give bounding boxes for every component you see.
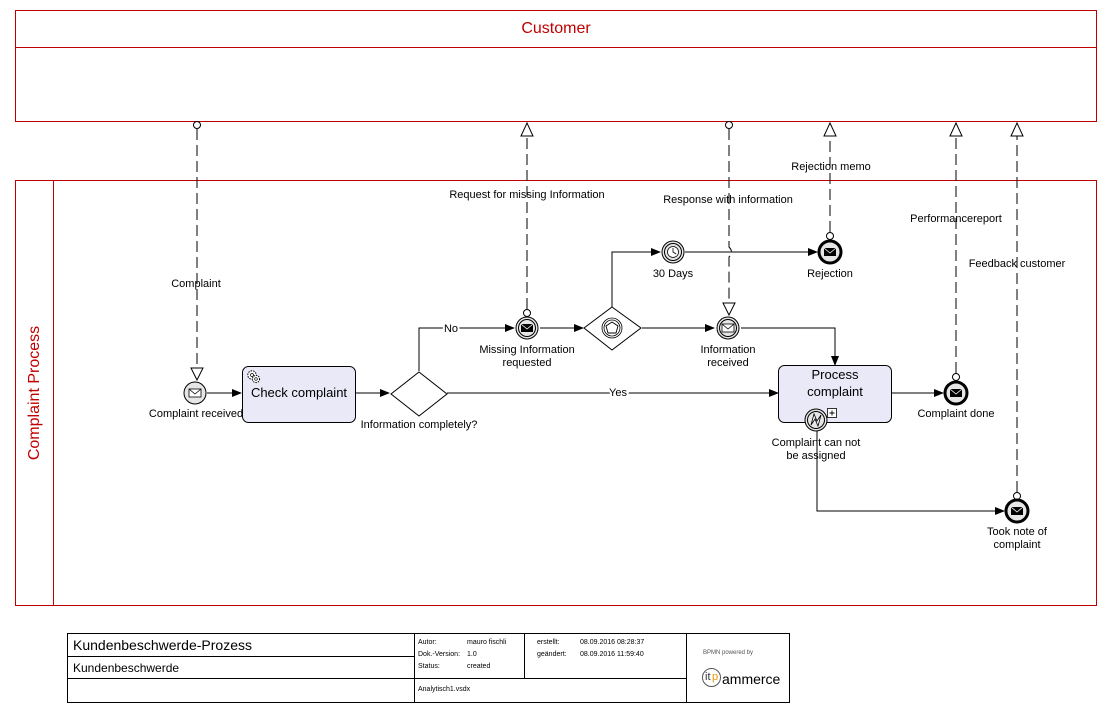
- end-event-rejection[interactable]: Rejection: [807, 239, 853, 280]
- label-process-line2: complaint: [807, 384, 863, 399]
- lightning-icon: [810, 412, 822, 428]
- version-value: 1.0: [467, 651, 477, 658]
- version-label: Dok.-Version:: [418, 651, 461, 658]
- document-subtitle: Kundenbeschwerde: [73, 661, 180, 675]
- message-label-response-info: Response with information: [663, 194, 793, 206]
- label-process-line1: Process: [812, 367, 859, 382]
- message-label-performance-report: Performancereport: [910, 213, 1002, 225]
- empty-cell: [68, 679, 415, 702]
- logo-text: ammerce: [722, 671, 781, 687]
- document-title: Kundenbeschwerde-Prozess: [73, 637, 252, 653]
- start-event-complaint-received[interactable]: Complaint received: [149, 381, 243, 420]
- message-flow-performance-report[interactable]: Performancereport: [910, 121, 1002, 381]
- catch-event-information-received[interactable]: Information received: [700, 316, 756, 369]
- envelope-icon: [188, 388, 202, 398]
- label-took-note-line1: Took note of: [987, 526, 1048, 538]
- envelope-icon: [721, 323, 735, 333]
- status-label: Status:: [418, 663, 440, 670]
- changed-label: geändert:: [537, 651, 567, 658]
- itp-logo: it p: [702, 668, 721, 687]
- logo-caption: BPMN powered by: [703, 650, 754, 656]
- title-block: Kundenbeschwerde-Prozess Kundenbeschwerd…: [67, 633, 790, 703]
- message-flow-response-info[interactable]: Response with information: [663, 121, 793, 317]
- changed-value: 08.09.2016 11:59:40: [580, 651, 644, 658]
- label-info-received-line2: received: [707, 357, 749, 369]
- label-rejection: Rejection: [807, 268, 853, 280]
- message-label-feedback-customer: Feedback customer: [969, 258, 1066, 270]
- flow-gateway-no[interactable]: [418, 324, 515, 371]
- label-complaint-done: Complaint done: [917, 408, 994, 420]
- flow-boundary-to-tooknote[interactable]: [816, 431, 1005, 515]
- customer-pool[interactable]: Customer: [15, 10, 1097, 122]
- message-flow-rejection-memo[interactable]: Rejection memo: [791, 121, 871, 240]
- created-value: 08.09.2016 08:28:37: [580, 639, 645, 646]
- message-flow-complaint[interactable]: Complaint: [171, 121, 221, 382]
- flow-eventgateway-to-timer[interactable]: [611, 248, 661, 308]
- label-cannot-assign-line2: be assigned: [786, 450, 845, 462]
- gateway-information-completely[interactable]: Information completely?: [361, 371, 478, 431]
- gear-icon: [247, 370, 261, 384]
- message-label-request-missing: Request for missing Information: [449, 189, 604, 201]
- process-pool-label: Complaint Process: [26, 326, 43, 460]
- subtitle-cell: Kundenbeschwerde: [68, 657, 415, 679]
- author-label: Autor:: [418, 639, 437, 646]
- envelope-filled-icon: [824, 248, 836, 256]
- label-missing-info-line1: Missing Information: [479, 344, 574, 356]
- logo-it: it: [705, 671, 711, 683]
- label-cannot-assign-line1: Complaint can not: [772, 437, 861, 449]
- end-event-complaint-done[interactable]: Complaint done: [917, 380, 995, 420]
- dates-cell: erstellt: 08.09.2016 08:28:37 geändert: …: [525, 634, 687, 679]
- logo-p: p: [712, 671, 719, 683]
- no-label: No: [444, 323, 458, 335]
- label-check-complaint: Check complaint: [251, 385, 347, 400]
- yes-label: Yes: [609, 387, 627, 399]
- customer-pool-label: Customer: [521, 20, 591, 37]
- task-process-complaint[interactable]: Process complaint: [778, 365, 892, 423]
- end-event-took-note[interactable]: Took note of complaint: [987, 498, 1048, 551]
- throw-event-missing-information[interactable]: Missing Information requested: [479, 316, 575, 369]
- file-cell: Analytisch1.vsdx: [415, 679, 687, 702]
- flow-info-to-process[interactable]: [741, 327, 839, 366]
- subprocess-marker-icon: [827, 408, 837, 418]
- message-label-rejection-memo: Rejection memo: [791, 161, 870, 173]
- label-missing-info-line2: requested: [503, 357, 552, 369]
- sequence-flows: No Yes: [207, 248, 1005, 515]
- label-took-note-line2: complaint: [993, 539, 1040, 551]
- pentagon-icon: [605, 321, 619, 334]
- label-complaint-received: Complaint received: [149, 408, 243, 420]
- boundary-error-event[interactable]: Complaint can not be assigned: [772, 408, 861, 462]
- timer-event-30-days[interactable]: 30 Days: [653, 240, 694, 280]
- label-information-completely: Information completely?: [361, 419, 478, 431]
- label-info-received-line1: Information: [700, 344, 755, 356]
- meta-cell: Autor: mauro fischli Dok.-Version: 1.0 S…: [415, 634, 525, 679]
- envelope-filled-icon: [521, 324, 533, 332]
- logo-cell: BPMN powered by it p ammerce: [687, 634, 789, 702]
- envelope-filled-icon: [950, 389, 962, 397]
- label-30-days: 30 Days: [653, 268, 694, 280]
- message-flow-feedback-customer[interactable]: Feedback customer: [969, 121, 1066, 500]
- message-label-complaint: Complaint: [171, 278, 221, 290]
- title-cell: Kundenbeschwerde-Prozess: [68, 634, 415, 657]
- task-check-complaint[interactable]: Check complaint: [242, 366, 356, 423]
- created-label: erstellt:: [537, 639, 560, 646]
- event-based-gateway[interactable]: [583, 306, 642, 351]
- file-name: Analytisch1.vsdx: [418, 686, 471, 693]
- envelope-filled-icon: [1011, 507, 1023, 515]
- status-value: created: [467, 663, 491, 670]
- author-value: mauro fischli: [467, 639, 507, 646]
